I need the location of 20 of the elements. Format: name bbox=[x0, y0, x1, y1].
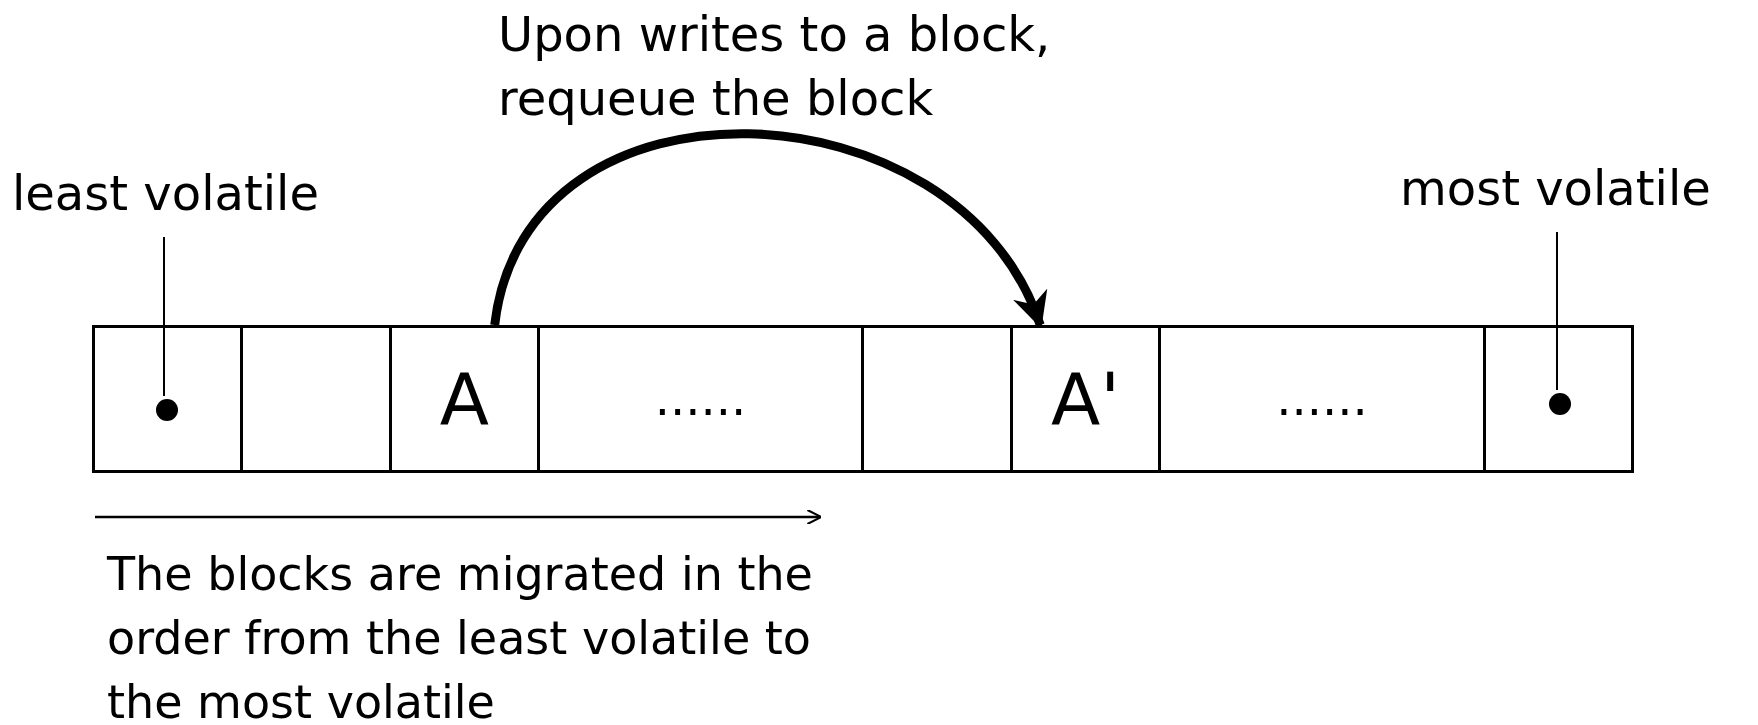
queue-slot bbox=[1158, 325, 1486, 473]
queue-slot bbox=[92, 325, 243, 473]
leader-line bbox=[163, 236, 165, 397]
leader-line bbox=[1556, 231, 1558, 391]
end-label: most volatile bbox=[1400, 160, 1711, 220]
dot-marker bbox=[1549, 393, 1571, 415]
queue-slot bbox=[1483, 325, 1634, 473]
slot-label: A' bbox=[1050, 355, 1120, 443]
queue-slot bbox=[389, 325, 540, 473]
dot-marker bbox=[156, 399, 178, 421]
queue-slot bbox=[861, 325, 1013, 473]
edge-label: Upon writes to a block, requeue the block bbox=[498, 5, 1052, 128]
end-label: least volatile bbox=[12, 165, 319, 225]
queue-slot bbox=[1010, 325, 1161, 473]
queue-slot bbox=[240, 325, 392, 473]
slot-label: A bbox=[439, 355, 490, 443]
slot-label: ...... bbox=[654, 370, 747, 428]
note-text: The blocks are migrated in the order from the least volatile to the most volatile bbox=[107, 546, 814, 725]
queue-slot bbox=[537, 325, 864, 473]
slot-label: ...... bbox=[1276, 370, 1368, 428]
